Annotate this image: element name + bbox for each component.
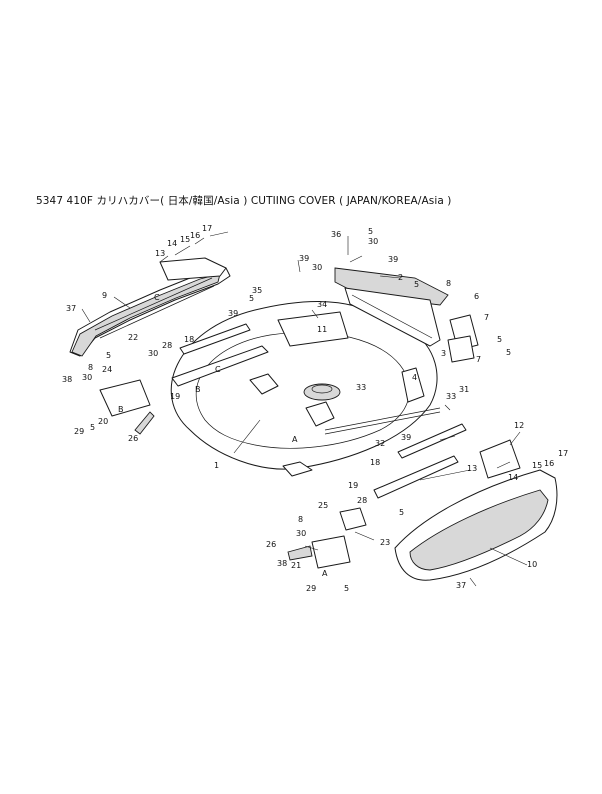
callout-36: 36 <box>331 230 341 239</box>
callout-15: 15 <box>532 461 542 470</box>
callout-12: 12 <box>514 421 524 430</box>
left-cutting-cover <box>69 257 231 357</box>
callout-13: 13 <box>467 464 477 473</box>
callout-39: 39 <box>388 255 398 264</box>
view-letter-A: A <box>292 435 298 444</box>
upper-right-brackets <box>334 267 479 363</box>
callout-10: 10 <box>527 560 537 569</box>
callout-38: 38 <box>277 559 287 568</box>
view-letter-C: C <box>154 293 160 302</box>
callout-5: 5 <box>344 584 349 593</box>
callout-14: 14 <box>508 473 518 482</box>
callout-29: 29 <box>74 427 84 436</box>
leader-lines <box>81 231 528 587</box>
callout-16: 16 <box>544 459 554 468</box>
callout-29: 29 <box>306 584 316 593</box>
callout-30: 30 <box>82 373 92 382</box>
callout-24: 24 <box>102 365 112 374</box>
callout-22: 22 <box>128 333 138 342</box>
callout-30: 30 <box>368 237 378 246</box>
callout-31: 31 <box>459 385 469 394</box>
callout-33: 33 <box>446 392 456 401</box>
callout-8: 8 <box>446 279 451 288</box>
right-cutting-cover <box>394 439 558 581</box>
callout-5: 5 <box>497 335 502 344</box>
callout-28: 28 <box>357 496 367 505</box>
front-linkage <box>99 379 367 569</box>
callout-15: 15 <box>180 235 190 244</box>
view-letters: C C B B A A <box>118 293 328 578</box>
callout-34: 34 <box>317 300 327 309</box>
callout-19: 19 <box>170 392 180 401</box>
callout-30: 30 <box>148 349 158 358</box>
callout-39: 39 <box>299 254 309 263</box>
callout-5: 5 <box>249 294 254 303</box>
callout-25: 25 <box>318 501 328 510</box>
callout-30: 30 <box>296 529 306 538</box>
angle-bars <box>171 323 467 499</box>
callout-17: 17 <box>202 224 212 233</box>
page-title: 5347 410F カリハカバー( 日本/韓国/Asia ) CUTIING C… <box>36 195 452 207</box>
callout-28: 28 <box>162 341 172 350</box>
callout-16: 16 <box>190 231 200 240</box>
callout-37: 37 <box>456 581 466 590</box>
callout-39: 39 <box>228 309 238 318</box>
callout-32: 32 <box>375 439 385 448</box>
callout-5: 5 <box>414 280 419 289</box>
callout-8: 8 <box>298 515 303 524</box>
callout-33: 33 <box>356 383 366 392</box>
callout-37: 37 <box>66 304 76 313</box>
callout-4: 4 <box>412 373 417 382</box>
callout-39: 39 <box>401 433 411 442</box>
callout-7: 7 <box>484 313 489 322</box>
callout-5: 5 <box>506 348 511 357</box>
callout-8: 8 <box>88 363 93 372</box>
callout-23: 23 <box>380 538 390 547</box>
callout-21: 21 <box>291 561 301 570</box>
view-letter-B: B <box>195 385 201 394</box>
callout-13: 13 <box>155 249 165 258</box>
callout-17: 17 <box>558 449 568 458</box>
view-letter-B: B <box>118 405 124 414</box>
callout-9: 9 <box>102 291 107 300</box>
callout-3: 3 <box>441 349 446 358</box>
callout-38: 38 <box>62 375 72 384</box>
callout-26: 26 <box>266 540 276 549</box>
callout-35: 35 <box>252 286 262 295</box>
callout-1: 1 <box>214 461 219 470</box>
callout-18: 18 <box>370 458 380 467</box>
mower-deck <box>170 300 438 477</box>
callout-2: 2 <box>398 273 403 282</box>
callout-7: 7 <box>476 355 481 364</box>
callout-5: 5 <box>399 508 404 517</box>
view-letter-C: C <box>215 365 221 374</box>
callout-26: 26 <box>128 434 138 443</box>
callout-20: 20 <box>98 417 108 426</box>
callout-6: 6 <box>474 292 479 301</box>
callout-5: 5 <box>90 423 95 432</box>
view-letter-A: A <box>322 569 328 578</box>
callout-30: 30 <box>312 263 322 272</box>
callout-5: 5 <box>368 227 373 236</box>
callout-18: 18 <box>184 335 194 344</box>
callout-11: 11 <box>317 325 327 334</box>
callout-14: 14 <box>167 239 177 248</box>
callout-19: 19 <box>348 481 358 490</box>
callout-5: 5 <box>106 351 111 360</box>
